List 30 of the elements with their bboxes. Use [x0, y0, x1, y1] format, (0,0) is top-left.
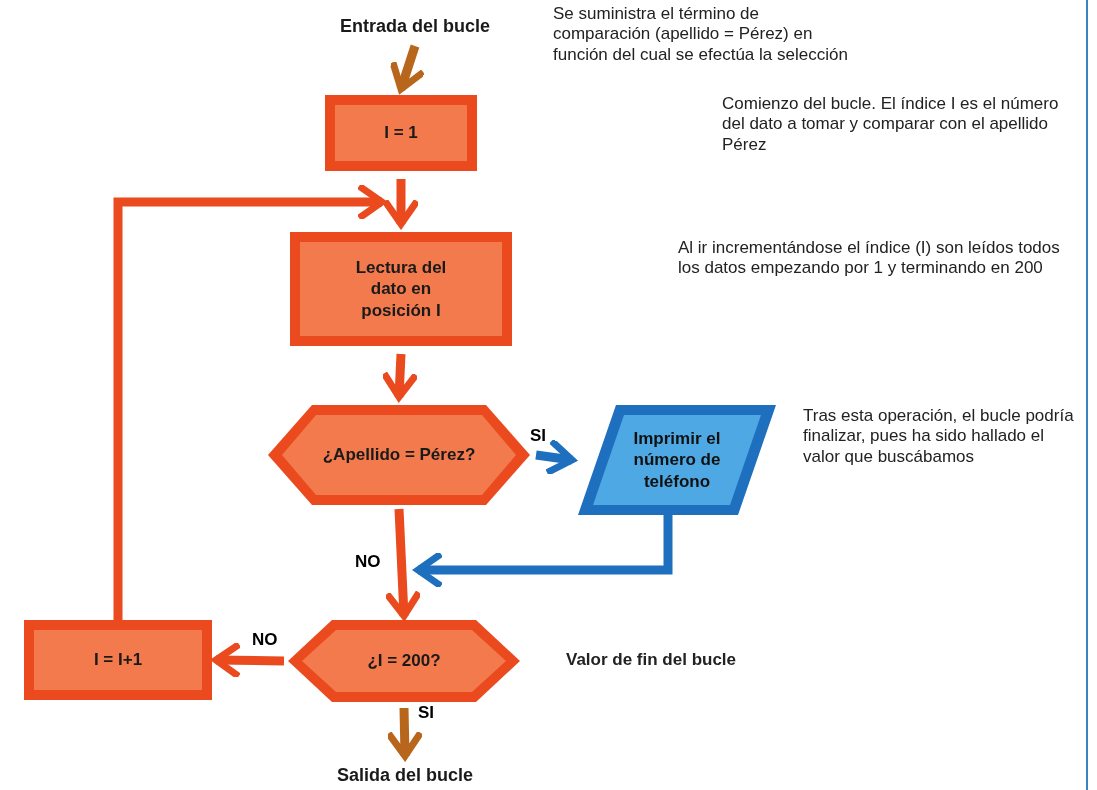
terminal-label: Entrada del bucle — [320, 12, 510, 40]
process-box — [325, 95, 477, 171]
arrow — [535, 439, 576, 475]
node-text: ¿I = 200? — [366, 650, 442, 672]
node-text: ¿Apellido = Pérez? — [321, 444, 477, 466]
terminal-label: Salida del bucle — [310, 762, 500, 788]
annotation-text: Valor de fin del bucle — [566, 650, 738, 671]
annotation-text: Tras esta operación, el bucle podría finalizar, pues ha sido hallado el valor que buscábamos — [803, 406, 1075, 468]
edge-label: NO — [250, 631, 280, 648]
annotation-text: Se suministra el término de comparación (apellido = Pérez) en función del cual se efectúa la selección — [553, 4, 849, 66]
arrow — [390, 44, 424, 93]
arrow — [382, 353, 418, 401]
node-text: I = 1 — [383, 122, 419, 144]
process-box — [24, 620, 212, 700]
arrow — [385, 508, 421, 620]
annotation-text: Comienzo del bucle. El índice I es el número del dato a tomar y comparar con el apellido Pérez — [722, 94, 1060, 156]
node-text: I = I+1 — [92, 649, 144, 671]
arrow — [383, 179, 419, 228]
output-parallelogram — [578, 405, 776, 515]
process-box — [290, 232, 512, 346]
decision-hexagon — [288, 620, 520, 702]
node-text: Imprimir el número de teléfono — [632, 428, 722, 492]
node-text: Lectura del dato en posición I — [354, 257, 448, 321]
arrow — [387, 707, 423, 760]
edge-label: NO — [353, 553, 383, 570]
annotation-text: Al ir incrementándose el índice (I) son leídos todos los datos empezando por 1 y terminando en 200 — [678, 238, 1061, 279]
arrow — [113, 184, 386, 620]
decision-hexagon — [268, 405, 530, 505]
arrow — [414, 515, 673, 588]
arrow — [212, 642, 285, 678]
